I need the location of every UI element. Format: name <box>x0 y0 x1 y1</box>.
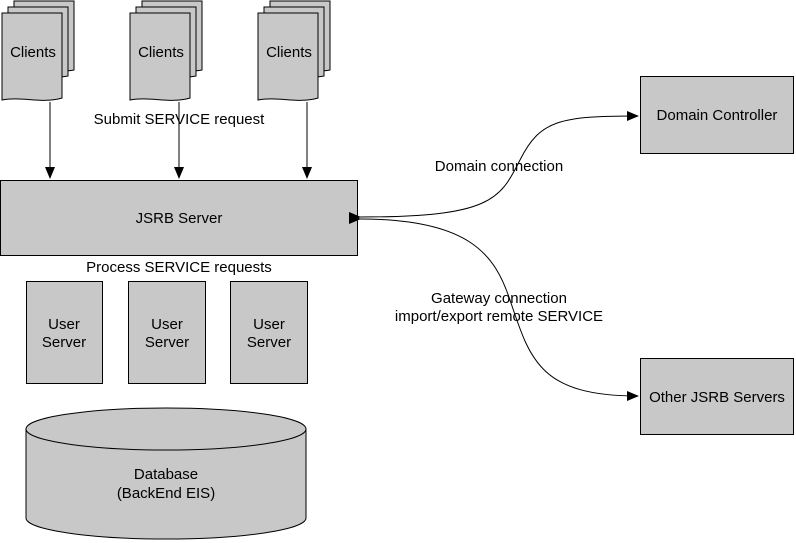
jsrb-server-box: JSRB Server <box>0 180 358 256</box>
user-server-3-line1: User <box>253 316 285 333</box>
user-server-2-line1: User <box>151 316 183 333</box>
user-server-1-line1: User <box>48 316 80 333</box>
user-server-box-2: User Server <box>128 281 206 384</box>
gateway-label-line1: Gateway connection <box>431 290 567 307</box>
clients-label-2: Clients <box>138 44 184 61</box>
database-label-line1: Database <box>134 466 198 483</box>
database-cylinder: Database (BackEnd EIS) <box>25 407 307 540</box>
database-label-line2: (BackEnd EIS) <box>117 485 215 502</box>
gateway-label-line2: import/export remote SERVICE <box>395 308 603 325</box>
clients-stack-3: Clients <box>257 0 331 101</box>
user-server-2-line2: Server <box>145 334 189 351</box>
domain-controller-box: Domain Controller <box>640 76 794 154</box>
user-server-box-3: User Server <box>230 281 308 384</box>
domain-controller-label: Domain Controller <box>657 107 778 124</box>
domain-connection-arrow <box>348 111 639 223</box>
clients-stack-2: Clients <box>129 0 203 101</box>
user-server-box-1: User Server <box>26 281 103 384</box>
domain-connection-label: Domain connection <box>435 158 563 175</box>
clients-label-1: Clients <box>10 44 56 61</box>
user-server-1-line2: Server <box>42 334 86 351</box>
other-servers-label: Other JSRB Servers <box>649 389 785 406</box>
other-servers-box: Other JSRB Servers <box>640 358 794 435</box>
clients-label-3: Clients <box>266 44 312 61</box>
process-requests-label: Process SERVICE requests <box>86 259 272 276</box>
jsrb-server-label: JSRB Server <box>136 210 223 227</box>
user-server-3-line2: Server <box>247 334 291 351</box>
submit-request-label: Submit SERVICE request <box>94 111 265 128</box>
clients-stack-1: Clients <box>1 0 75 101</box>
gateway-connection-arrow <box>348 213 639 401</box>
